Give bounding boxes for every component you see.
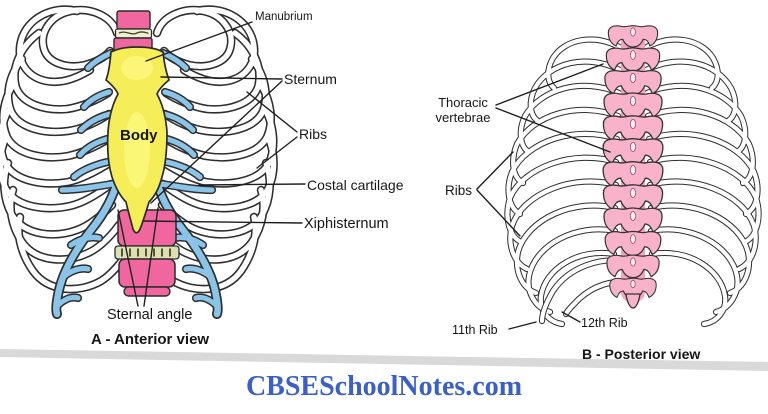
sternum-label: Sternum [284, 71, 337, 87]
posterior-ribs-right [645, 40, 759, 324]
xiphisternum-label: Xiphisternum [304, 216, 389, 232]
ribs-anterior-label: Ribs [299, 126, 328, 142]
posterior-view-drawing [507, 25, 759, 324]
leader-lines [117, 21, 611, 330]
thoracic-vertebrae-label: Thoracic vertebrae [431, 95, 495, 125]
costal-cartilage-label: Costal cartilage [307, 177, 404, 193]
anterior-view-caption: A - Anterior view [91, 331, 210, 348]
sternum-body-label: Body [120, 127, 158, 144]
sternal-angle-label: Sternal angle [107, 307, 193, 323]
thoracic-vertebrae-label-line1: Thoracic [438, 95, 488, 110]
upper-vertebra-block [113, 10, 153, 54]
manubrium-label: Manubrium [255, 11, 313, 23]
anterior-view-drawing [0, 10, 273, 314]
posterior-view-caption: B - Posterior view [582, 346, 701, 362]
thoracic-vertebral-column [602, 25, 664, 309]
ribs-posterior-label: Ribs [445, 183, 473, 198]
watermark-text: CBSESchoolNotes.com [245, 371, 523, 402]
rib-12-label: 12th Rib [581, 316, 628, 330]
sternum-shape [104, 46, 171, 234]
rib-11-label: 11th Rib [452, 323, 498, 337]
thoracic-vertebrae-label-line2: vertebrae [435, 109, 491, 125]
scan-shadow-band [0, 349, 768, 371]
